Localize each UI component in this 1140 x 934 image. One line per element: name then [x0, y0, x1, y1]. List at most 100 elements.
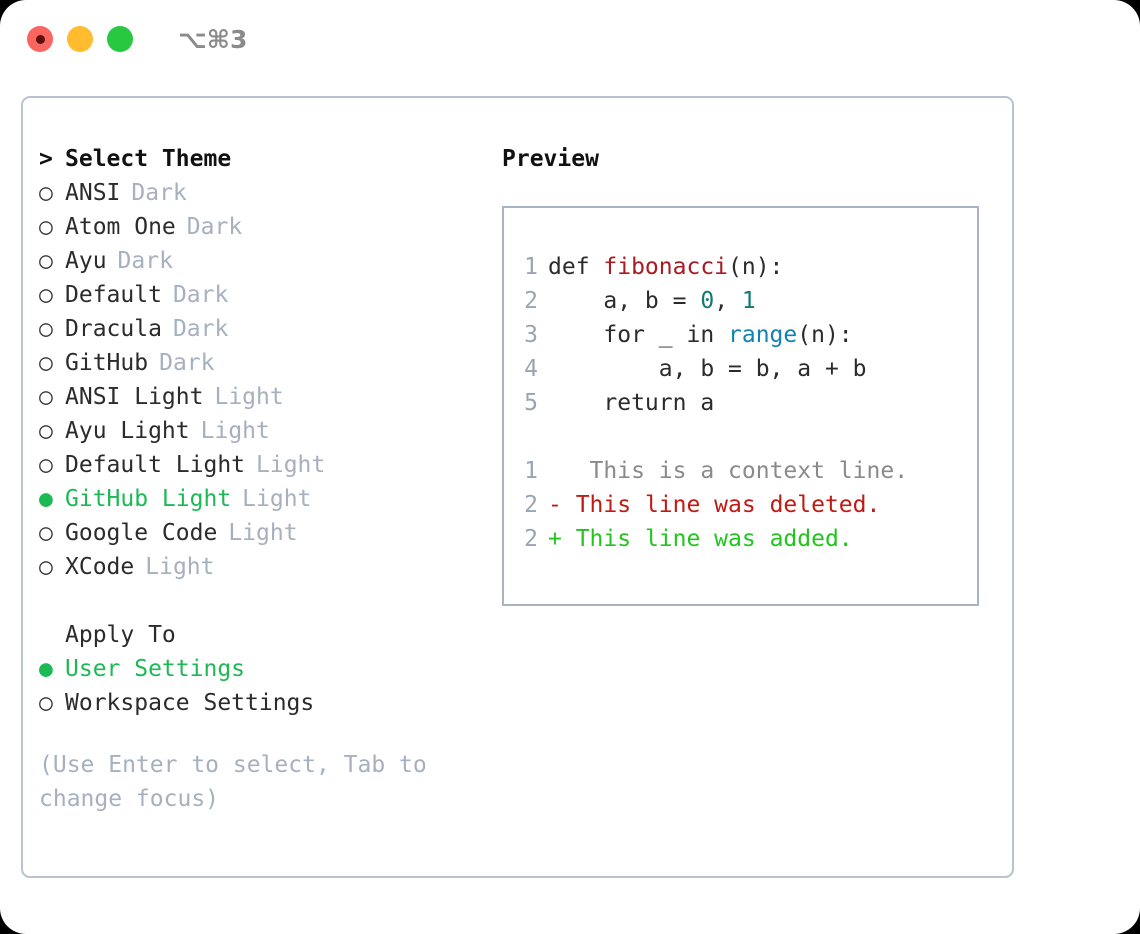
theme-option-label: ANSI Light	[65, 384, 204, 410]
diff-marker: -	[548, 492, 562, 518]
diff-marker	[548, 458, 562, 484]
theme-option-variant: Light	[145, 554, 215, 580]
section-divider	[39, 588, 489, 622]
line-number: 2	[524, 288, 538, 314]
close-button[interactable]	[27, 26, 53, 52]
radio-unselected-icon: ○	[39, 554, 53, 580]
theme-option-default-dark[interactable]: ○ Default Dark	[39, 282, 489, 316]
theme-picker-column: > Select Theme ○ ANSI Dark ○ Atom One Da…	[39, 146, 489, 816]
line-number: 2	[524, 526, 538, 552]
apply-to-option-label: User Settings	[65, 656, 246, 682]
theme-option-variant: Light	[242, 486, 312, 512]
diff-line-added: 2 + This line was added.	[504, 526, 977, 560]
theme-option-label: GitHub Light	[65, 486, 232, 512]
theme-option-label: Default Light	[65, 452, 246, 478]
code-token: range	[728, 322, 798, 348]
theme-option-github-dark[interactable]: ○ GitHub Dark	[39, 350, 489, 384]
apply-to-option-label: Workspace Settings	[65, 690, 315, 716]
radio-unselected-icon: ○	[39, 316, 53, 342]
theme-option-variant: Dark	[117, 248, 173, 274]
code-token: 1	[741, 288, 756, 314]
radio-unselected-icon: ○	[39, 520, 53, 546]
line-number: 1	[524, 458, 538, 484]
theme-option-label: Ayu	[65, 248, 107, 274]
theme-option-label: ANSI	[65, 180, 121, 206]
preview-title: Preview	[502, 146, 599, 172]
theme-option-variant: Light	[200, 418, 270, 444]
preview-column: Preview 1 def fibonacci (n): 2 a, b = 0 …	[502, 146, 1002, 606]
line-number: 3	[524, 322, 538, 348]
theme-option-atom-one-dark[interactable]: ○ Atom One Dark	[39, 214, 489, 248]
theme-option-variant: Light	[228, 520, 298, 546]
theme-option-variant: Dark	[172, 282, 229, 308]
theme-option-label: GitHub	[65, 350, 149, 376]
theme-option-google-code[interactable]: ○ Google Code Light	[39, 520, 489, 554]
radio-unselected-icon: ○	[39, 248, 53, 274]
theme-option-ansi-dark[interactable]: ○ ANSI Dark	[39, 180, 489, 214]
code-line: 4 a, b = b, a + b	[504, 356, 977, 390]
apply-to-option-user-settings[interactable]: ● User Settings	[39, 656, 489, 690]
code-token: return a	[548, 390, 715, 416]
radio-unselected-icon: ○	[39, 384, 53, 410]
theme-option-label: Default	[65, 282, 162, 308]
keyboard-shortcut-label: ⌥⌘3	[178, 24, 248, 54]
radio-unselected-icon: ○	[39, 452, 53, 478]
recording-indicator-icon	[35, 34, 45, 44]
theme-option-variant: Dark	[172, 316, 229, 342]
code-token: (n):	[728, 254, 784, 280]
radio-unselected-icon: ○	[39, 180, 53, 206]
code-line: 3 for _ in range (n):	[504, 322, 977, 356]
line-number: 1	[524, 254, 538, 280]
theme-option-ayu-light[interactable]: ○ Ayu Light Light	[39, 418, 489, 452]
title-bar: ⌥⌘3	[0, 0, 1140, 78]
theme-option-label: Ayu Light	[65, 418, 190, 444]
diff-text: This line was added.	[561, 526, 853, 552]
diff-text: This line was deleted.	[561, 492, 881, 518]
theme-option-label: Dracula	[65, 316, 162, 342]
theme-picker-title: Select Theme	[65, 146, 232, 172]
theme-option-github-light[interactable]: ● GitHub Light Light	[39, 486, 489, 520]
content-panel: > Select Theme ○ ANSI Dark ○ Atom One Da…	[21, 96, 1014, 878]
code-token: fibonacci	[603, 254, 729, 280]
line-number: 2	[524, 492, 538, 518]
radio-unselected-icon: ○	[39, 350, 53, 376]
radio-unselected-icon: ○	[39, 282, 53, 308]
code-line: 1 def fibonacci (n):	[504, 254, 977, 288]
diff-line-deleted: 2 - This line was deleted.	[504, 492, 977, 526]
theme-option-variant: Light	[256, 452, 326, 478]
radio-unselected-icon: ○	[39, 214, 53, 240]
code-token: a, b =	[548, 288, 701, 314]
theme-option-dracula-dark[interactable]: ○ Dracula Dark	[39, 316, 489, 350]
theme-option-ayu-dark[interactable]: ○ Ayu Dark	[39, 248, 489, 282]
theme-picker-header: > Select Theme	[39, 146, 489, 180]
diff-line-context: 1 This is a context line.	[504, 458, 977, 492]
theme-option-label: Google Code	[65, 520, 218, 546]
theme-option-variant: Light	[214, 384, 284, 410]
theme-option-label: Atom One	[65, 214, 176, 240]
theme-option-variant: Dark	[186, 214, 243, 240]
theme-option-xcode[interactable]: ○ XCode Light	[39, 554, 489, 588]
apply-to-header: Apply To	[39, 622, 489, 656]
maximize-button[interactable]	[107, 26, 133, 52]
theme-option-label: XCode	[65, 554, 135, 580]
code-token: (n):	[797, 322, 853, 348]
radio-unselected-icon: ○	[39, 690, 53, 716]
theme-option-ansi-light[interactable]: ○ ANSI Light Light	[39, 384, 489, 418]
code-token: for _ in	[548, 322, 729, 348]
code-token: ,	[714, 288, 742, 314]
code-preview-box: 1 def fibonacci (n): 2 a, b = 0 , 1 3	[502, 206, 979, 606]
theme-option-variant: Dark	[159, 350, 215, 376]
minimize-button[interactable]	[67, 26, 93, 52]
apply-to-option-workspace-settings[interactable]: ○ Workspace Settings	[39, 690, 489, 724]
code-token: 0	[700, 288, 715, 314]
radio-selected-icon: ●	[39, 486, 53, 512]
theme-option-default-light[interactable]: ○ Default Light Light	[39, 452, 489, 486]
apply-to-title: Apply To	[65, 622, 176, 648]
code-line: 5 return a	[504, 390, 977, 424]
radio-selected-icon: ●	[39, 656, 53, 682]
code-token: def	[548, 254, 604, 280]
line-number: 5	[524, 390, 538, 416]
line-number: 4	[524, 356, 538, 382]
theme-option-variant: Dark	[131, 180, 187, 206]
